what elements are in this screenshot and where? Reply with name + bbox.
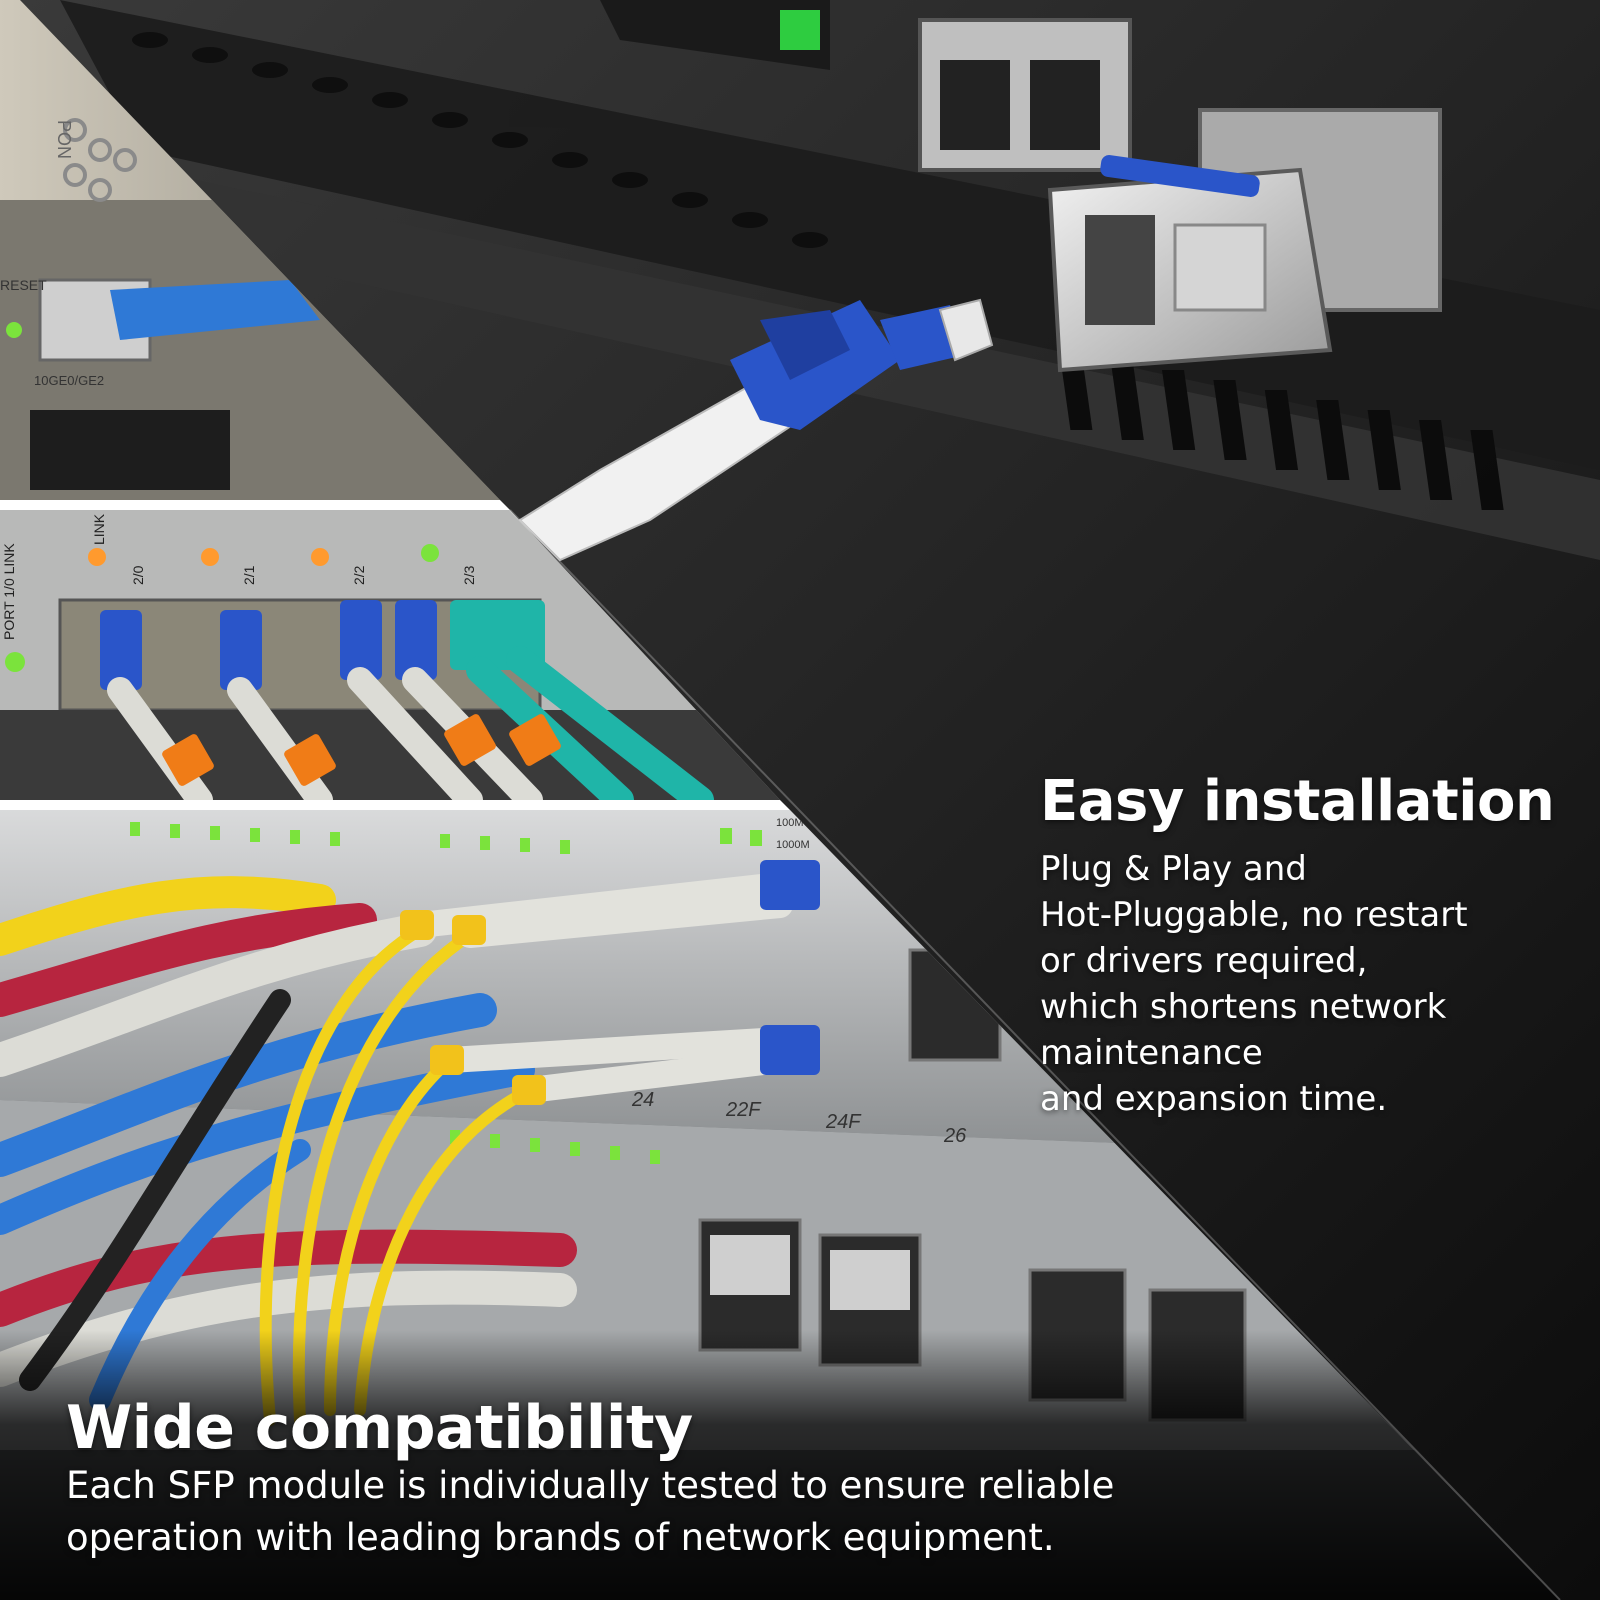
port-26-label: 26 [943, 1125, 967, 1147]
port-22f-label: 22F [725, 1099, 762, 1121]
wide-compatibility-line-1: Each SFP module is individually tested t… [66, 1464, 1115, 1507]
port-2-0-label: 2/0 [130, 565, 146, 585]
easy-installation-line-6: and expansion time. [1040, 1079, 1388, 1119]
port-24-label: 24 [631, 1089, 654, 1111]
easy-installation-line-1: Plug & Play and [1040, 849, 1307, 889]
port-link-label: PORT 1/0 LINK [1, 543, 17, 640]
easy-installation-section: Easy installation Plug & Play and Hot-Pl… [1040, 770, 1580, 1122]
port-2-1-label: 2/1 [241, 565, 257, 585]
link-label: LINK [91, 513, 107, 545]
photo-sfp-ports: LINK 2/0 2/1 2/2 2/3 PORT 1/0 LINK [0, 510, 780, 800]
status-panel-top [600, 0, 830, 70]
port-10ge-label: 10GE0/GE2 [34, 373, 104, 388]
easy-installation-line-5: maintenance [1040, 1033, 1263, 1073]
port-2-3-label: 2/3 [461, 565, 477, 585]
divider [0, 800, 790, 810]
speed-100m-label: 100M [776, 817, 804, 829]
easy-installation-line-2: Hot-Pluggable, no restart [1040, 895, 1468, 935]
divider [0, 500, 510, 510]
wide-compatibility-line-2: operation with leading brands of network… [66, 1516, 1055, 1559]
speed-1000m-label: 1000M [776, 839, 810, 851]
easy-installation-title: Easy installation [1040, 769, 1555, 834]
easy-installation-line-4: which shortens network [1040, 987, 1447, 1027]
pon-label: PON [54, 120, 74, 159]
lc-fiber-connector-icon [518, 298, 994, 562]
reset-label: RESET [0, 277, 47, 293]
sfp-cage-top [918, 18, 1132, 172]
wide-compatibility-title: Wide compatibility [66, 1393, 693, 1463]
wide-compatibility-section: Wide compatibility Each SFP module is in… [66, 1396, 1466, 1564]
port-24f-label: 24F [825, 1111, 862, 1133]
port-2-2-label: 2/2 [351, 565, 367, 585]
easy-installation-line-3: or drivers required, [1040, 941, 1368, 981]
sfp-module-icon [1047, 108, 1442, 373]
